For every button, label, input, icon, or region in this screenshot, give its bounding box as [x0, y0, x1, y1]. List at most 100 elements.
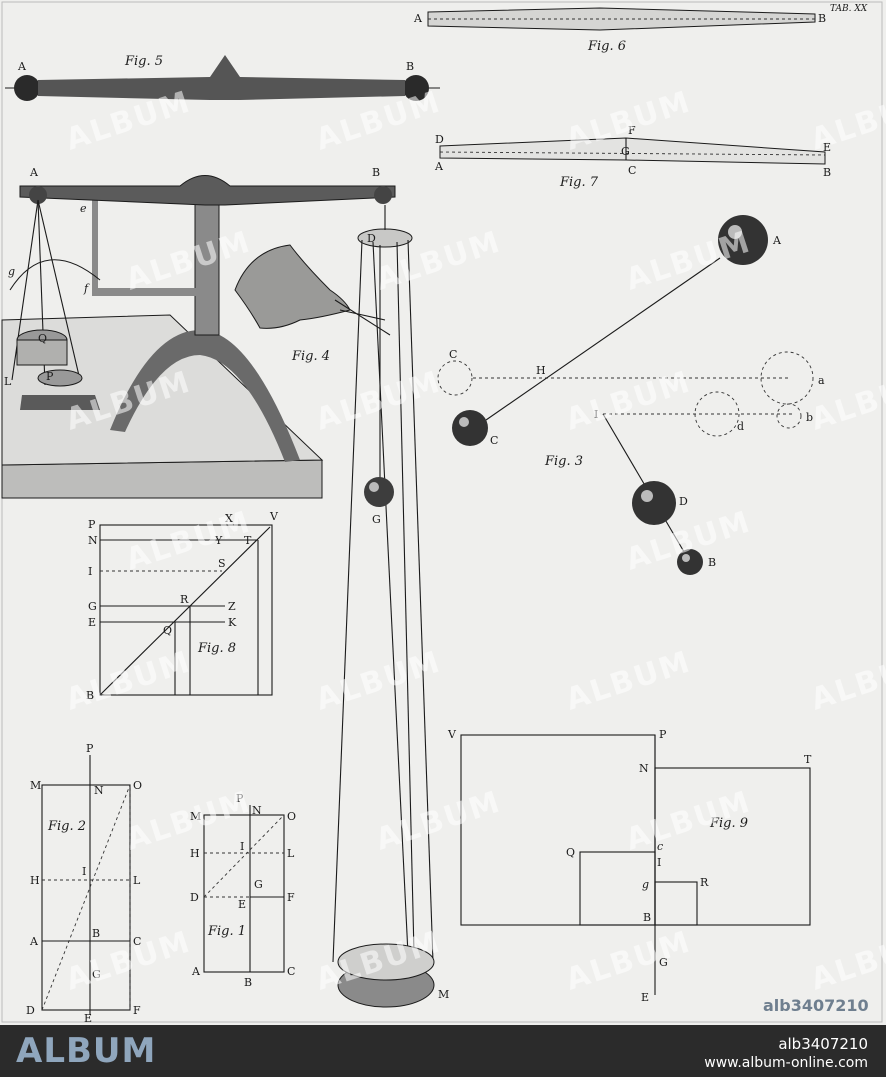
plate-border	[1, 1, 883, 1023]
fig9-label-i: I	[657, 856, 661, 869]
figure-6: A B Fig. 6	[413, 7, 826, 54]
fig3-label-a: A	[772, 234, 782, 247]
watermark: ALBUM	[312, 644, 446, 717]
fig9-label-n: N	[639, 762, 649, 775]
fig9-label-q: Q	[566, 846, 575, 859]
fig3-label-b: B	[708, 556, 716, 569]
fig9-label-g-small: g	[642, 878, 649, 891]
fig2-caption: Fig. 2	[47, 819, 86, 834]
fig1-label-f: F	[287, 891, 295, 904]
fig7-caption: Fig. 7	[559, 175, 599, 190]
fig4-label-l: L	[4, 375, 12, 388]
watermark: ALBUM	[807, 84, 886, 157]
engraving-plate: TAB. XX A B Fig. 5 A B Fig. 6 D F E A G …	[0, 0, 886, 1025]
fig3-label-d-small: d	[737, 420, 744, 433]
watermark: ALBUM	[312, 364, 446, 437]
watermark: ALBUM	[562, 924, 696, 997]
watermark: ALBUM	[122, 504, 256, 577]
watermark: ALBUM	[122, 224, 256, 297]
watermark: ALBUM	[622, 784, 756, 857]
fig7-label-b: B	[823, 166, 831, 179]
fig1-label-a: A	[191, 965, 201, 978]
fig2-label-p: P	[86, 742, 94, 755]
watermark: ALBUM	[62, 644, 196, 717]
fig1-label-o: O	[287, 810, 296, 823]
fig1-label-p: P	[236, 792, 244, 805]
figure-8: P X V N Y T I S G R Z E K Q B Fig. 8	[86, 510, 279, 702]
fig8-label-y: Y	[214, 534, 223, 547]
fig3-label-c-top: C	[449, 348, 457, 361]
fig5-label-a: A	[17, 60, 27, 73]
fig1-label-l: L	[287, 847, 295, 860]
fig2-label-n: N	[94, 784, 104, 797]
watermark-layer: ALBUM ALBUM ALBUM ALBUM ALBUM ALBUM ALBU…	[62, 84, 886, 997]
fig8-label-q: Q	[163, 624, 172, 637]
fig9-label-e: E	[641, 991, 649, 1004]
fig9-label-r: R	[700, 876, 709, 889]
fig1-label-m: M	[190, 810, 201, 823]
fig8-label-e: E	[88, 616, 96, 629]
fig4-label-f: f	[83, 282, 90, 295]
fig3-label-c: C	[490, 434, 498, 447]
fig2-label-c: C	[133, 935, 141, 948]
watermark: ALBUM	[622, 224, 756, 297]
fig2-label-g: G	[92, 968, 101, 981]
image-id: alb3407210	[778, 1035, 868, 1053]
fig1-label-g: G	[254, 878, 263, 891]
figure-5: A B Fig. 5	[5, 54, 440, 101]
fig4-label-b: B	[372, 166, 380, 179]
watermark: ALBUM	[372, 784, 506, 857]
figure-2: P M N O H I L A B C G D E F Fig. 2	[26, 742, 142, 1025]
fig1-label-i: I	[240, 840, 244, 853]
fig7-label-f: F	[628, 124, 636, 137]
fig8-label-x: X	[225, 512, 233, 525]
fig1-caption: Fig. 1	[207, 924, 246, 939]
fig2-label-i: I	[82, 865, 86, 878]
figure-3: A C H a I d b C D B Fig. 3	[437, 215, 825, 575]
fig9-label-v: V	[447, 728, 457, 741]
fig5-caption: Fig. 5	[124, 54, 163, 69]
fig4-label-g: G	[372, 513, 381, 526]
fig6-label-a: A	[413, 12, 423, 25]
watermark: ALBUM	[62, 924, 196, 997]
fig9-label-p: P	[659, 728, 667, 741]
fig1-label-c: C	[287, 965, 295, 978]
fig4-label-a: A	[29, 166, 39, 179]
fig2-label-h: H	[30, 874, 40, 887]
fig4-label-q: Q	[38, 332, 47, 345]
fig6-caption: Fig. 6	[587, 39, 626, 54]
fig8-label-n: N	[88, 534, 98, 547]
figure-1: P M N O H I L G D E F A B C Fig. 1	[190, 792, 296, 989]
fig7-label-d: D	[435, 133, 444, 146]
watermark: ALBUM	[562, 644, 696, 717]
fig8-label-t: T	[244, 534, 252, 547]
fig9-label-t: T	[804, 753, 812, 766]
fig8-label-r: R	[180, 593, 189, 606]
fig1-label-e: E	[238, 898, 246, 911]
fig3-label-i: I	[594, 408, 598, 421]
figure-4: A B D g f Q P L G M e Fig. 4	[1, 166, 449, 1008]
fig8-label-v: V	[269, 510, 279, 523]
fig4-label-e: e	[80, 202, 87, 215]
fig4-label-p: P	[46, 370, 54, 383]
fig1-label-d: D	[190, 891, 199, 904]
fig5-label-b: B	[406, 60, 414, 73]
fig9-label-b: B	[643, 911, 651, 924]
fig7-label-e: E	[823, 141, 831, 154]
fig3-label-a-small: a	[818, 374, 825, 387]
fig1-label-n: N	[252, 804, 262, 817]
fig9-caption: Fig. 9	[709, 816, 748, 831]
site-url-link[interactable]: www.album-online.com	[704, 1055, 868, 1071]
fig8-label-s: S	[218, 557, 226, 570]
fig2-label-f: F	[133, 1004, 141, 1017]
fig1-label-h: H	[190, 847, 200, 860]
fig9-label-c: c	[657, 840, 663, 853]
album-logo[interactable]: ALBUM	[16, 1031, 157, 1071]
fig8-label-k: K	[228, 616, 237, 629]
fig3-label-h: H	[536, 364, 546, 377]
fig2-label-e: E	[84, 1012, 92, 1025]
fig2-label-o: O	[133, 779, 142, 792]
fig2-label-b: B	[92, 927, 100, 940]
image-id-stamp: alb3407210	[763, 996, 869, 1015]
fig8-caption: Fig. 8	[197, 641, 236, 656]
